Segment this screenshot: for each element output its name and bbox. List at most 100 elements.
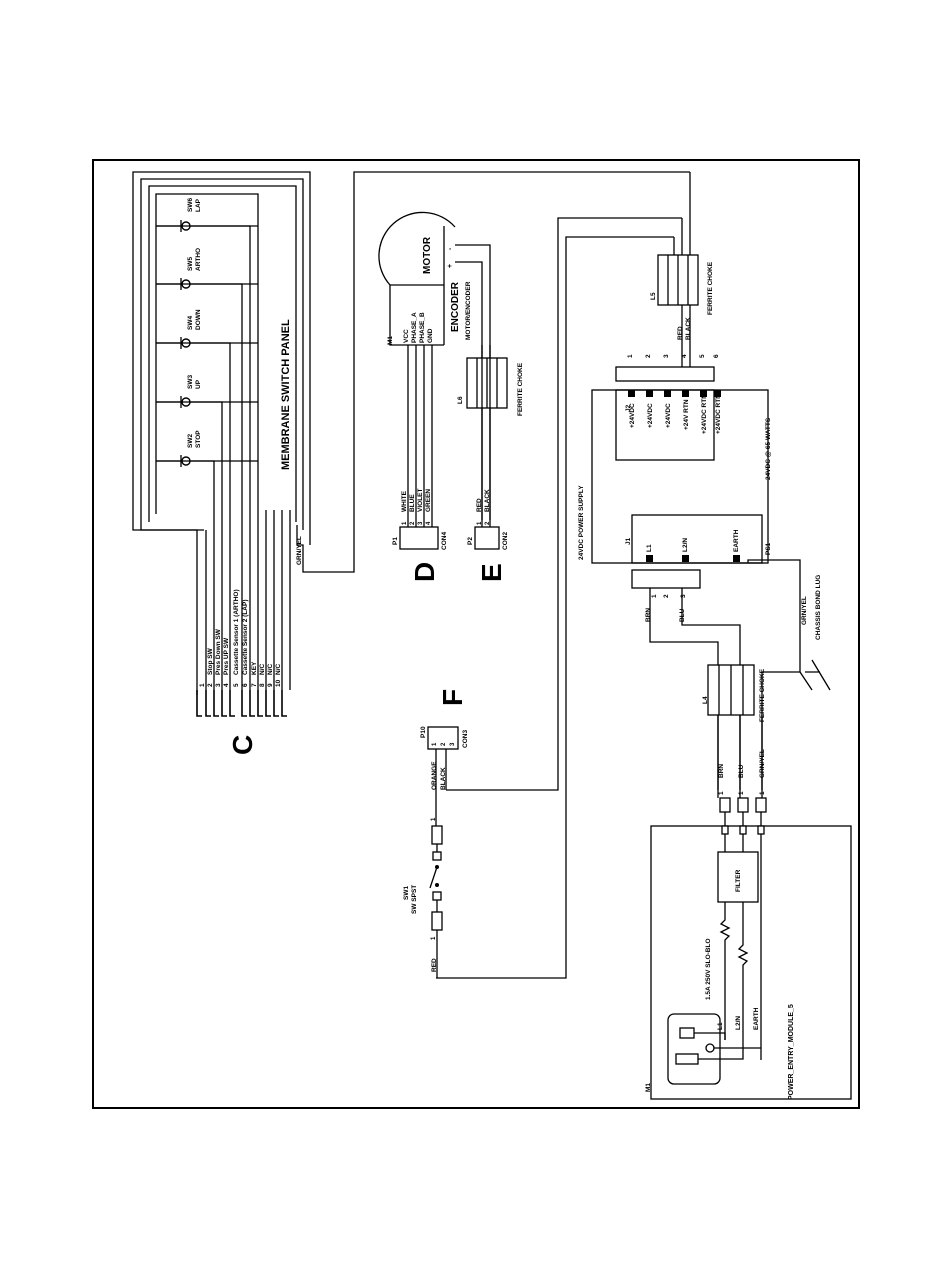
sw5-name: ARTHO: [195, 248, 202, 271]
p2-pin-2: 2: [485, 521, 491, 525]
p10-con: CON3: [462, 730, 469, 748]
enc-sig-vcc: VCC: [403, 329, 410, 343]
ribbon-pin-5: 5: [233, 683, 240, 687]
sw1-type: SW SPST: [411, 885, 418, 914]
j2-pin-6: +24VDC RTN: [715, 394, 722, 434]
section-d-label: D: [409, 562, 440, 582]
p1-wire-violet: VIOLET: [417, 488, 424, 512]
psu-j1-ref: J1: [625, 537, 632, 545]
pin-label-up: Pres UP SW: [223, 637, 230, 675]
sw6-name: LAP: [195, 198, 202, 212]
pem-num-2: 1: [738, 791, 745, 795]
pem-filter: FILTER: [735, 869, 742, 892]
p1-pin-4: 4: [426, 521, 432, 525]
section-f-label: F: [437, 689, 468, 706]
pin-label-sensor2: Cassette Sensor 2 (LAP): [242, 600, 249, 676]
p1-pin-2: 2: [410, 521, 416, 525]
sw1-ref: SW1: [403, 886, 410, 900]
motor-minus: -: [447, 247, 454, 250]
ribbon-pin-10: 10: [275, 679, 282, 687]
pin-label-nc1: N/C: [259, 664, 266, 676]
pin-label-nc2: N/C: [267, 664, 274, 676]
enc-sig-b: PHASE_B: [419, 312, 426, 343]
l4-label: FERRITE CHOKE: [759, 668, 766, 722]
p10-wire-orange: ORANGE: [431, 761, 438, 790]
membrane-panel-title: MEMBRANE SWITCH PANEL: [280, 319, 292, 470]
ferrite-choke-l6: [466, 345, 508, 420]
sw1-pin-bottom: 1: [431, 936, 437, 940]
sw1-wire-red: RED: [431, 958, 438, 972]
sw3-ref: SW3: [187, 375, 194, 389]
switch-sw1: [429, 825, 443, 978]
j2-num-5: 5: [699, 354, 706, 358]
section-c-label: C: [227, 735, 258, 755]
pem-line-earth: EARTH: [753, 1007, 760, 1030]
ac-pin-2: 2: [663, 594, 670, 598]
pem-num-1: 1: [718, 791, 725, 795]
pem-wire-blu: BLU: [738, 764, 745, 778]
sw3-name: UP: [195, 379, 202, 389]
l5-label: FERRITE CHOKE: [707, 261, 714, 315]
ribbon-pin-6: 6: [242, 683, 249, 687]
sw4-ref: SW4: [187, 316, 194, 330]
ac-wire-blu: BLU: [679, 608, 686, 622]
chassis-lug-label: CHASSIS BOND LUG: [815, 575, 822, 640]
ac-pin-1: 1: [651, 594, 658, 598]
p1-wire-green: GREEN: [425, 489, 432, 512]
pin-label-sensor1: Cassette Sensor 1 (ARTHO): [233, 589, 240, 675]
j2-num-2: 2: [645, 354, 652, 358]
pem-line-l2n: L2/N: [735, 1016, 742, 1030]
j2-pin-3: +24VDC: [665, 403, 672, 428]
l5-ref: L5: [650, 292, 657, 300]
pem-line-l1: L1: [717, 1022, 724, 1030]
connector-p2: [474, 420, 500, 550]
enc-sig-a: PHASE_A: [411, 312, 418, 343]
power-entry-module: [650, 715, 852, 1100]
p10-pin-2: 2: [441, 742, 447, 746]
section-e-label: E: [476, 563, 507, 582]
l6-ref: L6: [457, 396, 464, 404]
l5-wire-black: BLACK: [685, 317, 692, 340]
psu-rating: 24VDC @ 65 WATTS: [765, 417, 772, 480]
motor-subtitle: MOTOR/ENCODER: [465, 281, 472, 340]
switch-symbols: [180, 220, 191, 467]
p2-wire-red: RED: [476, 498, 483, 512]
l6-label: FERRITE CHOKE: [517, 362, 524, 416]
pem-title: POWER_ENTRY_MODULE_5: [788, 1004, 795, 1100]
diagram-border: [92, 159, 860, 1109]
p10-wire-black: BLACK: [440, 767, 447, 790]
psu-title: 24VDC POWER SUPPLY: [578, 485, 585, 560]
power-supply: [591, 366, 769, 589]
motor-label: MOTOR: [422, 236, 433, 274]
pem-wire-brn: BRN: [718, 764, 725, 778]
p2-con: CON2: [502, 532, 509, 550]
ribbon-pin-7: 7: [251, 683, 258, 687]
ac-input-wiring: [649, 559, 831, 790]
psu-j2-ref: J2: [625, 404, 632, 412]
ac-pin-3: 3: [680, 594, 687, 598]
p10-ref: P10: [420, 726, 427, 738]
pin-label-stop: Stop SW: [207, 647, 214, 675]
j2-num-4: 4: [681, 354, 688, 358]
sw2-name: STOP: [195, 430, 202, 448]
j1-pin-l2n: L2/N: [682, 538, 689, 552]
pin-label-down: Pres Down SW: [215, 628, 222, 675]
j2-num-1: 1: [627, 354, 634, 358]
j2-pin-5: +24VDC RTN: [701, 394, 708, 434]
ac-gnd-label: GRN/YEL: [801, 596, 808, 625]
pin-label-key: KEY: [251, 661, 258, 675]
p1-pin-1: 1: [402, 521, 408, 525]
l4-ref: L4: [702, 696, 709, 704]
sw1-pin-top: 1: [431, 817, 437, 821]
j2-pin-1: +24VDC: [629, 403, 636, 428]
ac-wire-brn: BRN: [645, 608, 652, 622]
p1-wire-white: WHITE: [401, 490, 408, 512]
ribbon-pin-2: 2: [207, 683, 214, 687]
j2-num-6: 6: [713, 354, 720, 358]
sw5-ref: SW5: [187, 257, 194, 271]
ribbon-pins: [196, 690, 287, 717]
membrane-switch-panel: [132, 171, 690, 717]
pem-ref: M1: [645, 1083, 652, 1092]
psu-ref: PS1: [765, 542, 772, 555]
